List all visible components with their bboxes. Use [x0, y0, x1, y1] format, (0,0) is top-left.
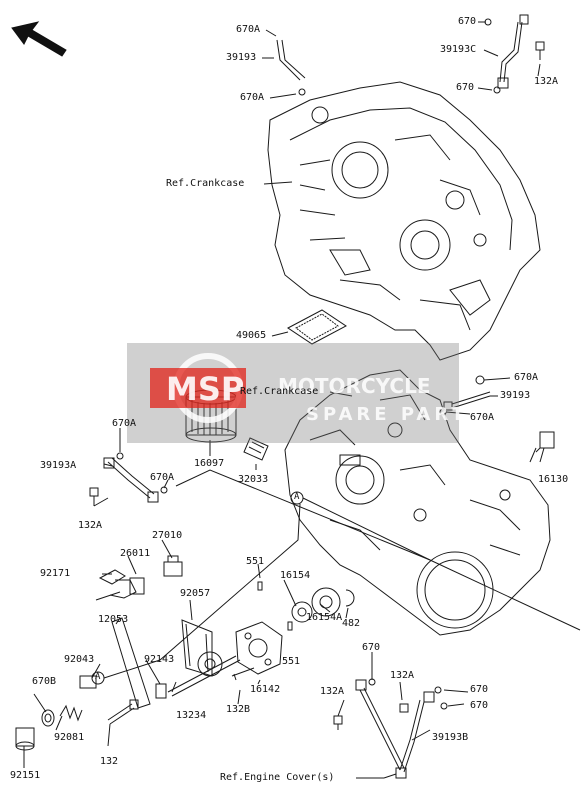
label-670-top-right: 670 — [458, 16, 477, 27]
watermark-line2: SPARE PARTS — [306, 404, 485, 425]
oil-pump-16142 — [231, 621, 283, 681]
label-39193A: 39193A — [40, 460, 77, 471]
label-670A-left: 670A — [112, 418, 137, 429]
label-132A-d: 132A — [320, 686, 345, 697]
label-ref-engine-cover: Ref.Engine Cover(s) — [220, 772, 335, 783]
label-92151: 92151 — [10, 770, 41, 781]
label-670-d: 670 — [470, 684, 489, 695]
label-16142: 16142 — [250, 684, 281, 695]
label-670-right2: 670 — [456, 82, 475, 93]
plug-92151 — [15, 727, 35, 751]
label-670A-top: 670A — [236, 24, 261, 35]
label-92143: 92143 — [144, 654, 175, 665]
oil-pipe-39193A — [89, 452, 168, 506]
watermark-line1: MOTORCYCLE — [278, 374, 431, 398]
label-132B: 132B — [226, 704, 251, 715]
label-32033: 32033 — [238, 474, 269, 485]
oil-pipe-39193B — [333, 678, 448, 779]
callout-A-2: A — [95, 672, 101, 682]
label-27010: 27010 — [152, 530, 183, 541]
gasket-49065 — [287, 309, 347, 345]
label-13234: 13234 — [176, 710, 207, 721]
label-16154A: 16154A — [306, 612, 343, 623]
upper-crankcase — [267, 81, 541, 361]
pin-92143 — [155, 683, 167, 699]
label-670-e: 670 — [470, 700, 489, 711]
shaft-13234 — [167, 655, 241, 697]
front-arrow-icon — [11, 21, 67, 57]
label-92171: 92171 — [40, 568, 71, 579]
label-ref-crankcase-2: Ref.Crankcase — [240, 386, 319, 397]
callout-A-1: A — [294, 492, 300, 502]
label-670A-left2: 670A — [150, 472, 175, 483]
label-49065: 49065 — [236, 330, 267, 341]
valve-92043 — [79, 675, 97, 689]
pin-551-a — [257, 581, 263, 591]
label-551-b: 551 — [282, 656, 301, 667]
label-132A-top-right: 132A — [534, 76, 559, 87]
label-16130: 16130 — [538, 474, 569, 485]
switch-27010 — [163, 555, 183, 577]
spring-92081 — [59, 704, 83, 722]
label-670A-mid: 670A — [240, 92, 265, 103]
sensor-16130 — [529, 431, 555, 463]
pin-551-b — [287, 621, 293, 631]
label-92057: 92057 — [180, 588, 211, 599]
bolt-132 — [107, 699, 139, 725]
oil-pipe-39193-top — [276, 39, 306, 96]
oil-pipe-39193C — [484, 14, 545, 94]
label-92043: 92043 — [64, 654, 95, 665]
label-670B: 670B — [32, 676, 57, 687]
circlip-482 — [345, 589, 355, 607]
label-132: 132 — [100, 756, 119, 767]
watermark-brand: MSP — [166, 370, 245, 408]
label-482: 482 — [342, 618, 361, 629]
bolt-39193-right — [439, 375, 491, 416]
label-670A-r3: 670A — [514, 372, 539, 383]
label-39193-top: 39193 — [226, 52, 257, 63]
label-16154: 16154 — [280, 570, 311, 581]
label-16097: 16097 — [194, 458, 225, 469]
fitting-32033 — [243, 437, 269, 461]
bracket-26011 — [95, 569, 145, 601]
label-12053: 12053 — [98, 614, 129, 625]
label-132A-c: 132A — [390, 670, 415, 681]
label-551-a: 551 — [246, 556, 265, 567]
washer-670B — [41, 709, 55, 727]
oil-pump-rotor-16154 — [291, 601, 313, 623]
label-670A-r4: 670A — [470, 412, 495, 423]
label-39193C: 39193C — [440, 44, 477, 55]
label-132A-left: 132A — [78, 520, 103, 531]
label-26011: 26011 — [120, 548, 151, 559]
label-39193B: 39193B — [432, 732, 469, 743]
label-670-c: 670 — [362, 642, 381, 653]
oil-pump-rotor-16154A — [311, 587, 341, 617]
label-ref-crankcase-1: Ref.Crankcase — [166, 178, 245, 189]
label-92081: 92081 — [54, 732, 85, 743]
label-39193-r3: 39193 — [500, 390, 531, 401]
